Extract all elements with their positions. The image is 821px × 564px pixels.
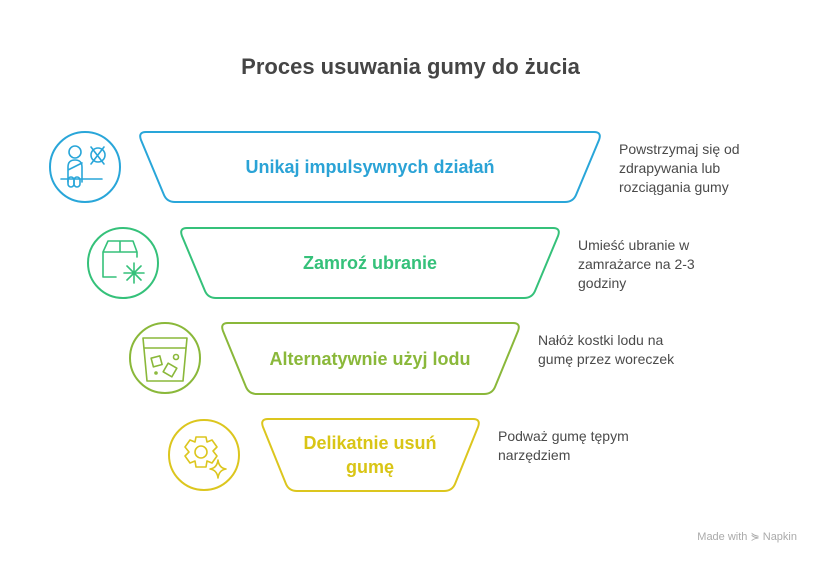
step-2-icon-circle <box>87 227 159 299</box>
description-line: zdrapywania lub <box>619 160 721 176</box>
step-2-shapes <box>87 227 560 299</box>
description-line: Podważ gumę tępym <box>498 428 629 444</box>
step-1-icon-circle <box>49 131 121 203</box>
funnel-segment-2 <box>180 227 560 299</box>
napkin-watermark: Made with ⋟ Napkin <box>697 531 797 543</box>
step-2-description: Umieść ubranie w zamrażarce na 2-3 godzi… <box>578 236 695 293</box>
description-line: Nałóż kostki lodu na <box>538 332 664 348</box>
step-3-shapes <box>129 322 520 395</box>
gear-sparkle-icon <box>184 436 227 479</box>
description-line: Powstrzymaj się od <box>619 141 740 157</box>
step-4-label: Delikatnie usuń gumę <box>303 433 437 477</box>
step-1-description: Powstrzymaj się od zdrapywania lub rozci… <box>619 140 740 197</box>
diagram-title: Proces usuwania gumy do żucia <box>241 54 580 79</box>
step-2-label: Zamroź ubranie <box>302 253 438 273</box>
step-3-icon-circle <box>129 322 201 394</box>
step-4-icon-circle <box>168 419 240 491</box>
description-line: godziny <box>578 275 627 291</box>
funnel-segment-3 <box>221 322 520 395</box>
funnel-segment-1 <box>139 131 601 203</box>
funnel-segment-4 <box>261 418 480 492</box>
step-1-shapes <box>49 131 601 203</box>
step-1-label: Unikaj impulsywnych działań <box>245 157 495 177</box>
person-no-scratch-icon <box>60 145 106 188</box>
box-freeze-icon <box>102 240 145 284</box>
description-line: zamrażarce na 2-3 <box>578 256 695 272</box>
step-3-label: Alternatywnie użyj lodu <box>269 348 471 369</box>
description-line: narzędziem <box>498 447 571 463</box>
step-4-shapes <box>168 418 480 492</box>
step-3-description: Nałóż kostki lodu na gumę przez woreczek <box>538 331 674 369</box>
ice-glass-icon <box>142 337 188 382</box>
step-4-description: Podważ gumę tępym narzędziem <box>498 427 629 465</box>
description-line: rozciągania gumy <box>619 179 729 195</box>
description-line: Umieść ubranie w <box>578 237 690 253</box>
description-line: gumę przez woreczek <box>538 351 675 367</box>
